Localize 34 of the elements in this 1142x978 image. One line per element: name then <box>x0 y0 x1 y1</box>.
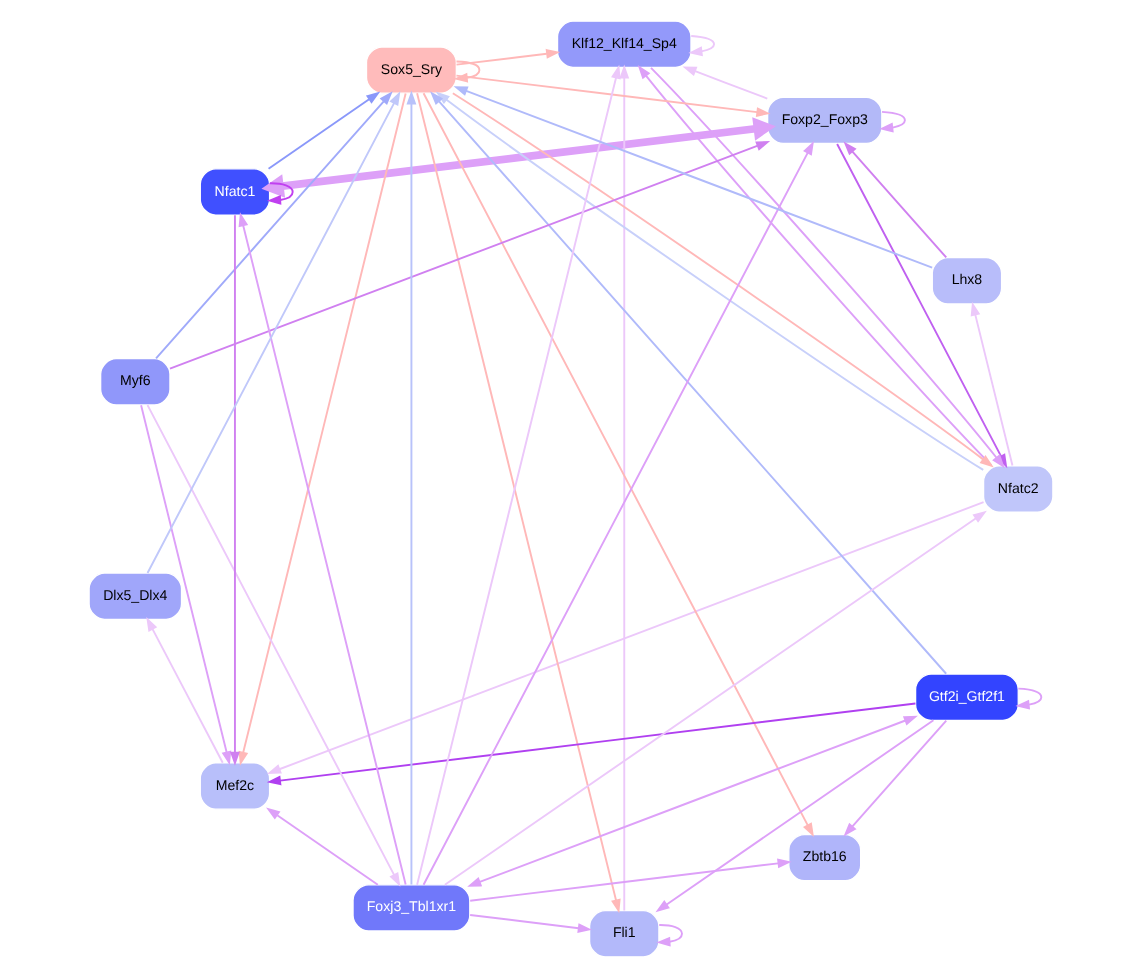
arrow <box>406 90 417 886</box>
arrow <box>169 141 771 370</box>
arrow <box>238 212 407 886</box>
arrow <box>453 86 934 269</box>
arrow <box>467 715 918 887</box>
arrow <box>238 92 407 766</box>
arrow <box>455 74 771 117</box>
arrow <box>146 91 401 574</box>
arrow <box>155 91 393 360</box>
arrow <box>230 214 240 766</box>
arrow <box>879 110 906 133</box>
arrow <box>656 924 683 947</box>
arrow <box>655 719 935 913</box>
arrow <box>146 404 401 887</box>
arrow <box>430 91 948 675</box>
arrow <box>267 182 294 205</box>
arrow <box>843 719 948 837</box>
arrow <box>619 64 630 912</box>
arrow <box>688 35 715 57</box>
arrow <box>455 48 561 66</box>
arrow <box>267 91 381 170</box>
arrow <box>266 807 379 886</box>
arrow <box>266 501 985 774</box>
arrow <box>266 702 917 786</box>
arrow <box>140 404 232 766</box>
arrow <box>682 66 769 100</box>
arrow <box>1015 687 1043 710</box>
arrow <box>843 141 948 259</box>
arrow <box>469 914 592 933</box>
arrow <box>261 117 776 198</box>
arrow <box>453 60 481 83</box>
arrow <box>146 617 224 764</box>
arrow <box>469 858 792 902</box>
arrow <box>443 510 987 886</box>
